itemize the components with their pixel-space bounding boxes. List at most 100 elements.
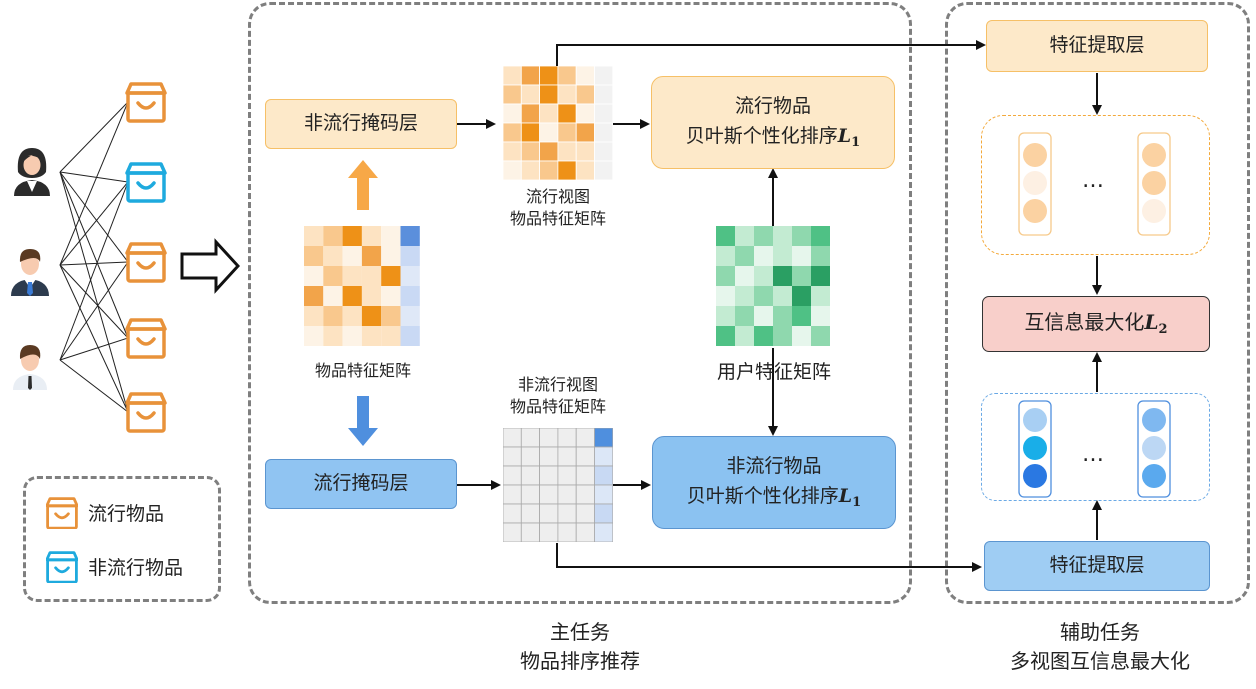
matrix-cell <box>811 266 830 286</box>
popular-view-matrix <box>503 66 613 180</box>
matrix-cell <box>520 484 540 505</box>
matrix-cell <box>594 103 613 124</box>
matrix-cell <box>304 326 324 346</box>
matrix-cell <box>520 446 540 467</box>
matrix-cell <box>400 306 420 326</box>
matrix-cell <box>557 160 577 180</box>
main-task-region <box>248 2 912 604</box>
legend-popular-label: 流行物品 <box>88 503 165 525</box>
matrix-cell <box>716 286 735 306</box>
matrix-cell <box>361 306 382 326</box>
matrix-cell <box>520 465 540 486</box>
matrix-cell <box>400 326 420 346</box>
matrix-cell <box>381 286 401 306</box>
feature-extraction-layer-top: 特征提取层 <box>986 20 1208 72</box>
matrix-cell <box>773 326 792 346</box>
nonpopular-bpr-box: 非流行物品 贝叶斯个性化排序L1 <box>652 436 896 529</box>
matrix-cell <box>361 326 382 346</box>
user-male-icon <box>11 249 49 296</box>
matrix-cell <box>381 246 401 266</box>
matrix-cell <box>735 246 754 266</box>
matrix-cell <box>539 84 559 105</box>
matrix-cell <box>575 484 595 505</box>
matrix-cell <box>503 141 522 162</box>
matrix-cell <box>503 522 522 542</box>
matrix-cell <box>503 503 522 524</box>
user-feature-matrix-label: 用户特征矩阵 <box>716 361 831 383</box>
matrix-cell <box>792 226 811 246</box>
matrix-cell <box>323 286 343 306</box>
nonpopular-embedding-vectors <box>1018 400 1171 498</box>
matrix-cell <box>754 286 773 306</box>
matrix-cell <box>381 306 401 326</box>
matrix-cell <box>342 226 362 246</box>
matrix-cell <box>539 446 559 467</box>
matrix-cell <box>557 522 577 542</box>
matrix-cell <box>520 141 540 162</box>
nonpopular-view-label: 非流行视图 物品特征矩阵 <box>509 375 606 416</box>
matrix-cell <box>323 306 343 326</box>
matrix-cell <box>792 246 811 266</box>
matrix-cell <box>575 141 595 162</box>
matrix-cell <box>575 428 595 448</box>
matrix-cell <box>557 484 577 505</box>
popular-ellipsis: … <box>1082 168 1107 193</box>
matrix-cell <box>557 141 577 162</box>
matrix-cell <box>400 246 420 266</box>
matrix-cell <box>539 122 559 143</box>
matrix-cell <box>503 465 522 486</box>
matrix-cell <box>539 160 559 180</box>
popular-item-icon <box>125 318 167 359</box>
matrix-cell <box>342 266 362 286</box>
matrix-cell <box>773 306 792 326</box>
matrix-cell <box>792 266 811 286</box>
matrix-cell <box>754 246 773 266</box>
matrix-cell <box>716 326 735 346</box>
matrix-cell <box>503 103 522 124</box>
matrix-cell <box>735 306 754 326</box>
matrix-cell <box>520 503 540 524</box>
popular-embedding-vectors <box>1018 132 1171 236</box>
matrix-cell <box>557 103 577 124</box>
matrix-cell <box>575 66 595 86</box>
matrix-cell <box>735 286 754 306</box>
matrix-cell <box>361 266 382 286</box>
matrix-cell <box>811 326 830 346</box>
matrix-cell <box>716 226 735 246</box>
matrix-cell <box>520 84 540 105</box>
popular-item-icon <box>125 242 167 283</box>
matrix-cell <box>361 286 382 306</box>
matrix-cell <box>575 122 595 143</box>
matrix-cell <box>342 286 362 306</box>
matrix-cell <box>520 160 540 180</box>
matrix-cell <box>557 446 577 467</box>
matrix-cell <box>735 226 754 246</box>
matrix-cell <box>503 484 522 505</box>
matrix-cell <box>773 246 792 266</box>
matrix-cell <box>539 428 559 448</box>
matrix-cell <box>594 503 613 524</box>
interaction-edges <box>59 101 129 413</box>
item-feature-matrix <box>304 226 420 346</box>
matrix-cell <box>503 428 522 448</box>
matrix-cell <box>792 326 811 346</box>
matrix-cell <box>594 66 613 86</box>
matrix-cell <box>381 326 401 346</box>
legend-nonpopular-label: 非流行物品 <box>88 557 184 579</box>
matrix-cell <box>575 503 595 524</box>
matrix-cell <box>539 522 559 542</box>
matrix-cell <box>735 326 754 346</box>
matrix-cell <box>594 522 613 542</box>
matrix-cell <box>503 122 522 143</box>
matrix-cell <box>503 446 522 467</box>
matrix-cell <box>539 66 559 86</box>
matrix-cell <box>754 226 773 246</box>
flow-arrow-icon <box>180 238 240 294</box>
matrix-cell <box>539 103 559 124</box>
matrix-cell <box>539 484 559 505</box>
matrix-cell <box>342 306 362 326</box>
matrix-cell <box>594 446 613 467</box>
matrix-cell <box>754 266 773 286</box>
matrix-cell <box>557 66 577 86</box>
matrix-cell <box>792 306 811 326</box>
